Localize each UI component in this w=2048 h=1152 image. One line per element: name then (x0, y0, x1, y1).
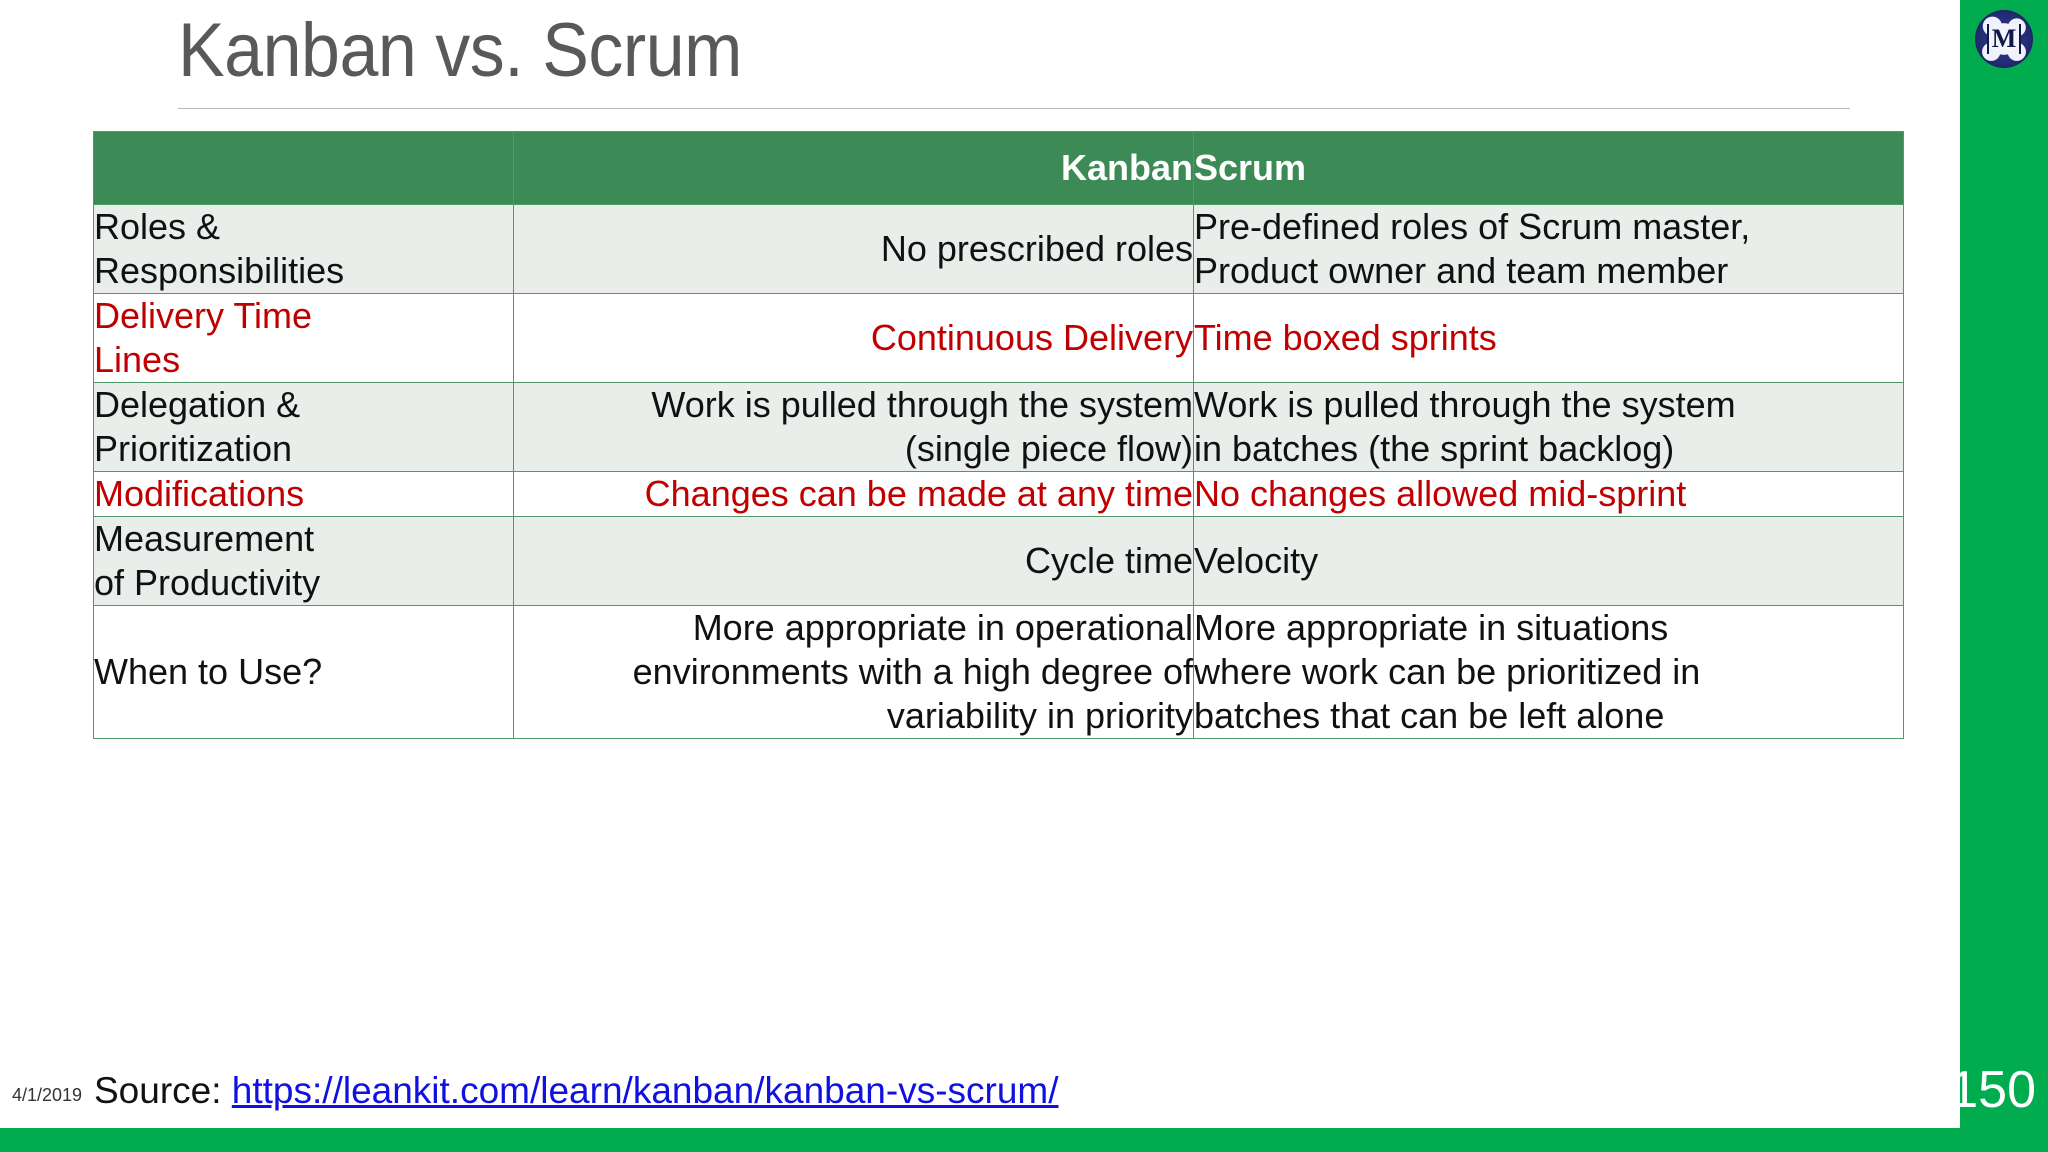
bottom-accent-bar (0, 1128, 1960, 1152)
table-row: Modifications Changes can be made at any… (93, 471, 1904, 517)
row-scrum-cell: More appropriate in situations where wor… (1193, 605, 1904, 739)
row-kanban-cell: Work is pulled through the system (singl… (513, 382, 1194, 472)
label-line: Roles & (94, 206, 221, 247)
row-kanban-cell: Cycle time (513, 516, 1194, 606)
table-header-row: Kanban Scrum (93, 131, 1904, 205)
scrum-line: Velocity (1194, 540, 1319, 581)
row-label-cell: When to Use? (93, 605, 514, 739)
label-line: of Productivity (94, 562, 321, 603)
scrum-line: Work is pulled through the system (1194, 384, 1736, 425)
scrum-line: batches that can be left alone (1194, 695, 1665, 736)
table-row: Delegation & Prioritization Work is pull… (93, 382, 1904, 472)
kanban-line: Work is pulled through the system (651, 384, 1193, 425)
label-line: Responsibilities (94, 250, 345, 291)
slide-date: 4/1/2019 (12, 1085, 83, 1105)
scrum-line: Product owner and team member (1194, 250, 1729, 291)
kanban-line: (single piece flow) (904, 428, 1193, 469)
kanban-line: Changes can be made at any time (644, 473, 1193, 514)
scrum-line: More appropriate in situations (1194, 607, 1669, 648)
row-scrum-cell: Work is pulled through the system in bat… (1193, 382, 1904, 472)
row-kanban-cell: Changes can be made at any time (513, 471, 1194, 517)
logo-letter: M (1986, 24, 2021, 54)
label-line: Prioritization (94, 428, 293, 469)
row-label-cell: Delegation & Prioritization (93, 382, 514, 472)
row-scrum-cell: Velocity (1193, 516, 1904, 606)
table-body: Roles & Responsibilities No prescribed r… (93, 204, 1904, 739)
row-scrum-cell: Pre-defined roles of Scrum master, Produ… (1193, 204, 1904, 294)
kanban-line: Cycle time (1024, 540, 1193, 581)
row-kanban-cell: No prescribed roles (513, 204, 1194, 294)
organization-logo-icon: M (1975, 10, 2033, 68)
row-label-cell: Measurement of Productivity (93, 516, 514, 606)
source-label: Source: (94, 1070, 222, 1111)
title-divider (178, 108, 1850, 109)
right-accent-sidebar: M 150 (1949, 0, 2048, 1152)
label-line: When to Use? (94, 651, 323, 692)
source-line: Source: https://leankit.com/learn/kanban… (94, 1068, 1059, 1114)
page-number: 150 (1949, 1061, 2036, 1119)
row-label-cell: Roles & Responsibilities (93, 204, 514, 294)
kanban-vs-scrum-table: Kanban Scrum Roles & Responsibilities No… (93, 131, 1904, 739)
title-block: Kanban vs. Scrum (178, 8, 1858, 113)
label-line: Delivery Time (94, 295, 313, 336)
header-cell-blank (93, 131, 514, 205)
kanban-line: Continuous Delivery (870, 317, 1193, 358)
scrum-line: in batches (the sprint backlog) (1194, 428, 1675, 469)
row-kanban-cell: More appropriate in operational environm… (513, 605, 1194, 739)
source-link[interactable]: https://leankit.com/learn/kanban/kanban-… (231, 1070, 1059, 1111)
row-scrum-cell: Time boxed sprints (1193, 293, 1904, 383)
table-row: Measurement of Productivity Cycle time V… (93, 516, 1904, 606)
kanban-line: No prescribed roles (880, 228, 1193, 269)
header-cell-scrum: Scrum (1193, 131, 1904, 205)
header-cell-kanban: Kanban (513, 131, 1194, 205)
kanban-line: More appropriate in operational (692, 607, 1193, 648)
table-row: When to Use? More appropriate in operati… (93, 605, 1904, 739)
scrum-line: No changes allowed mid-sprint (1194, 473, 1687, 514)
row-scrum-cell: No changes allowed mid-sprint (1193, 471, 1904, 517)
table-row: Roles & Responsibilities No prescribed r… (93, 204, 1904, 294)
scrum-line: Time boxed sprints (1194, 317, 1497, 358)
row-label-cell: Modifications (93, 471, 514, 517)
label-line: Measurement (94, 518, 315, 559)
row-label-cell: Delivery Time Lines (93, 293, 514, 383)
kanban-line: environments with a high degree of (632, 651, 1193, 692)
page-title: Kanban vs. Scrum (178, 8, 742, 93)
table-header: Kanban Scrum (93, 131, 1904, 205)
scrum-line: where work can be prioritized in (1194, 651, 1701, 692)
scrum-line: Pre-defined roles of Scrum master, (1194, 206, 1751, 247)
kanban-line: variability in priority (886, 695, 1193, 736)
table-row: Delivery Time Lines Continuous Delivery … (93, 293, 1904, 383)
label-line: Modifications (94, 473, 305, 514)
label-line: Delegation & (94, 384, 301, 425)
row-kanban-cell: Continuous Delivery (513, 293, 1194, 383)
label-line: Lines (94, 339, 181, 380)
